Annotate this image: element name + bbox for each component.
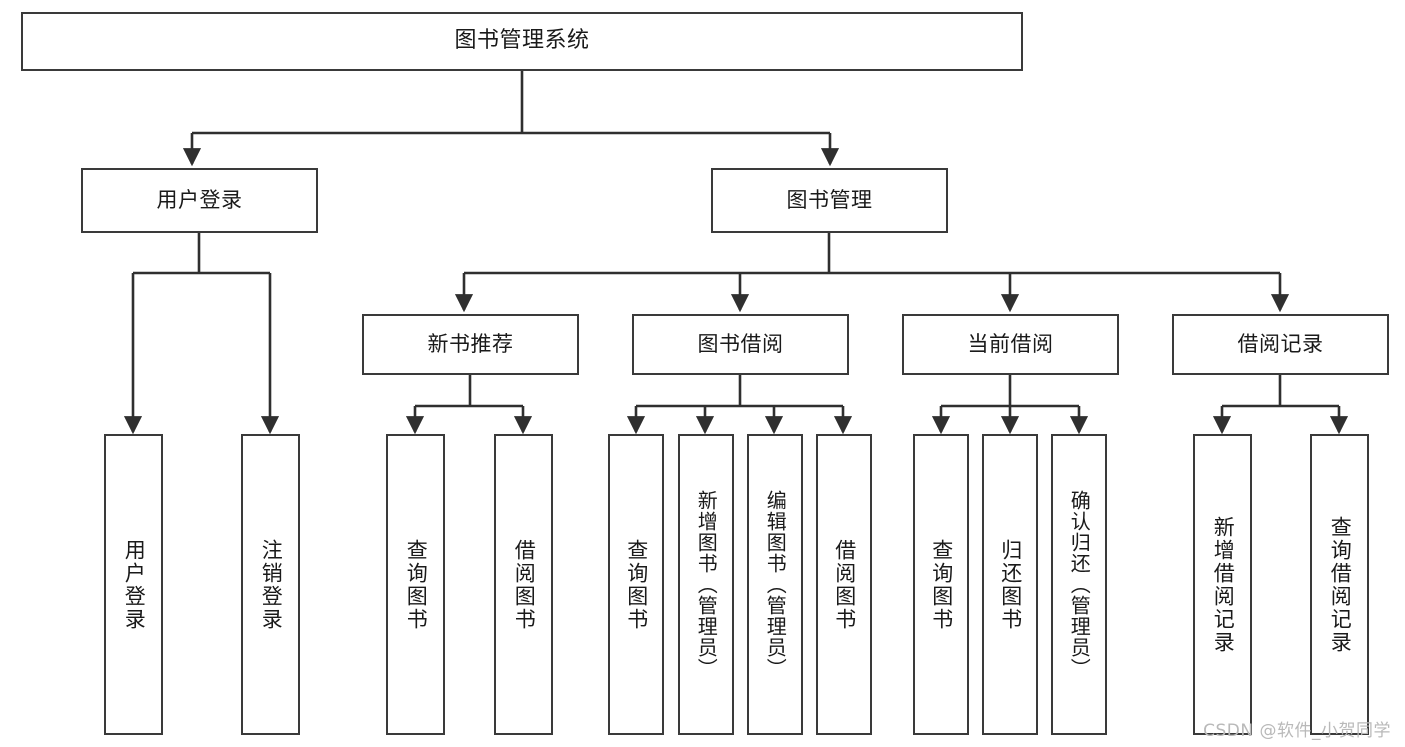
node-user-login-label: 用户登录 [156,187,243,212]
node-root-system[interactable]: 图书管理系统 [21,12,1023,71]
leaf-book-borrow-edit[interactable]: 编辑图书（管理员） [747,434,803,735]
leaf-book-borrow-query-label: 查询图书 [624,538,649,631]
leaf-new-book-borrow-label: 借阅图书 [512,538,537,631]
leaf-book-borrow-borrow-label: 借阅图书 [832,538,857,631]
leaf-borrow-record-query[interactable]: 查询借阅记录 [1310,434,1369,735]
leaf-borrow-record-add-label: 新增借阅记录 [1211,515,1236,654]
leaf-book-borrow-query[interactable]: 查询图书 [608,434,664,735]
leaf-book-borrow-add-label: 新增图书（管理员） [694,490,719,679]
node-current-borrow[interactable]: 当前借阅 [902,314,1119,375]
node-book-management-label: 图书管理 [786,187,873,212]
leaf-borrow-record-query-label: 查询借阅记录 [1328,515,1353,654]
leaf-current-borrow-confirm-label: 确认归还（管理员） [1067,490,1092,679]
leaf-book-borrow-edit-label: 编辑图书（管理员） [763,490,788,679]
leaf-new-book-borrow[interactable]: 借阅图书 [494,434,553,735]
node-book-borrow-label: 图书借阅 [697,331,784,356]
leaf-borrow-record-add[interactable]: 新增借阅记录 [1193,434,1252,735]
leaf-current-borrow-query[interactable]: 查询图书 [913,434,969,735]
csdn-watermark: CSDN @软件_小贺同学 [1203,721,1391,741]
node-borrow-record-label: 借阅记录 [1237,331,1324,356]
node-root-system-label: 图书管理系统 [454,28,590,54]
node-book-borrow[interactable]: 图书借阅 [632,314,849,375]
leaf-new-book-query[interactable]: 查询图书 [386,434,445,735]
node-user-login[interactable]: 用户登录 [81,168,318,233]
leaf-current-borrow-return[interactable]: 归还图书 [982,434,1038,735]
leaf-current-borrow-confirm[interactable]: 确认归还（管理员） [1051,434,1107,735]
node-current-borrow-label: 当前借阅 [967,331,1054,356]
leaf-book-borrow-add[interactable]: 新增图书（管理员） [678,434,734,735]
leaf-book-borrow-borrow[interactable]: 借阅图书 [816,434,872,735]
leaf-new-book-query-label: 查询图书 [404,538,429,631]
leaf-current-borrow-query-label: 查询图书 [929,538,954,631]
node-new-book-recommend-label: 新书推荐 [427,331,514,356]
leaf-user-login-logout-label: 注销登录 [259,538,284,631]
node-borrow-record[interactable]: 借阅记录 [1172,314,1389,375]
node-book-management[interactable]: 图书管理 [711,168,948,233]
leaf-user-login-login-label: 用户登录 [122,538,147,631]
leaf-user-login-logout[interactable]: 注销登录 [241,434,300,735]
leaf-user-login-login[interactable]: 用户登录 [104,434,163,735]
node-new-book-recommend[interactable]: 新书推荐 [362,314,579,375]
leaf-current-borrow-return-label: 归还图书 [998,538,1023,631]
